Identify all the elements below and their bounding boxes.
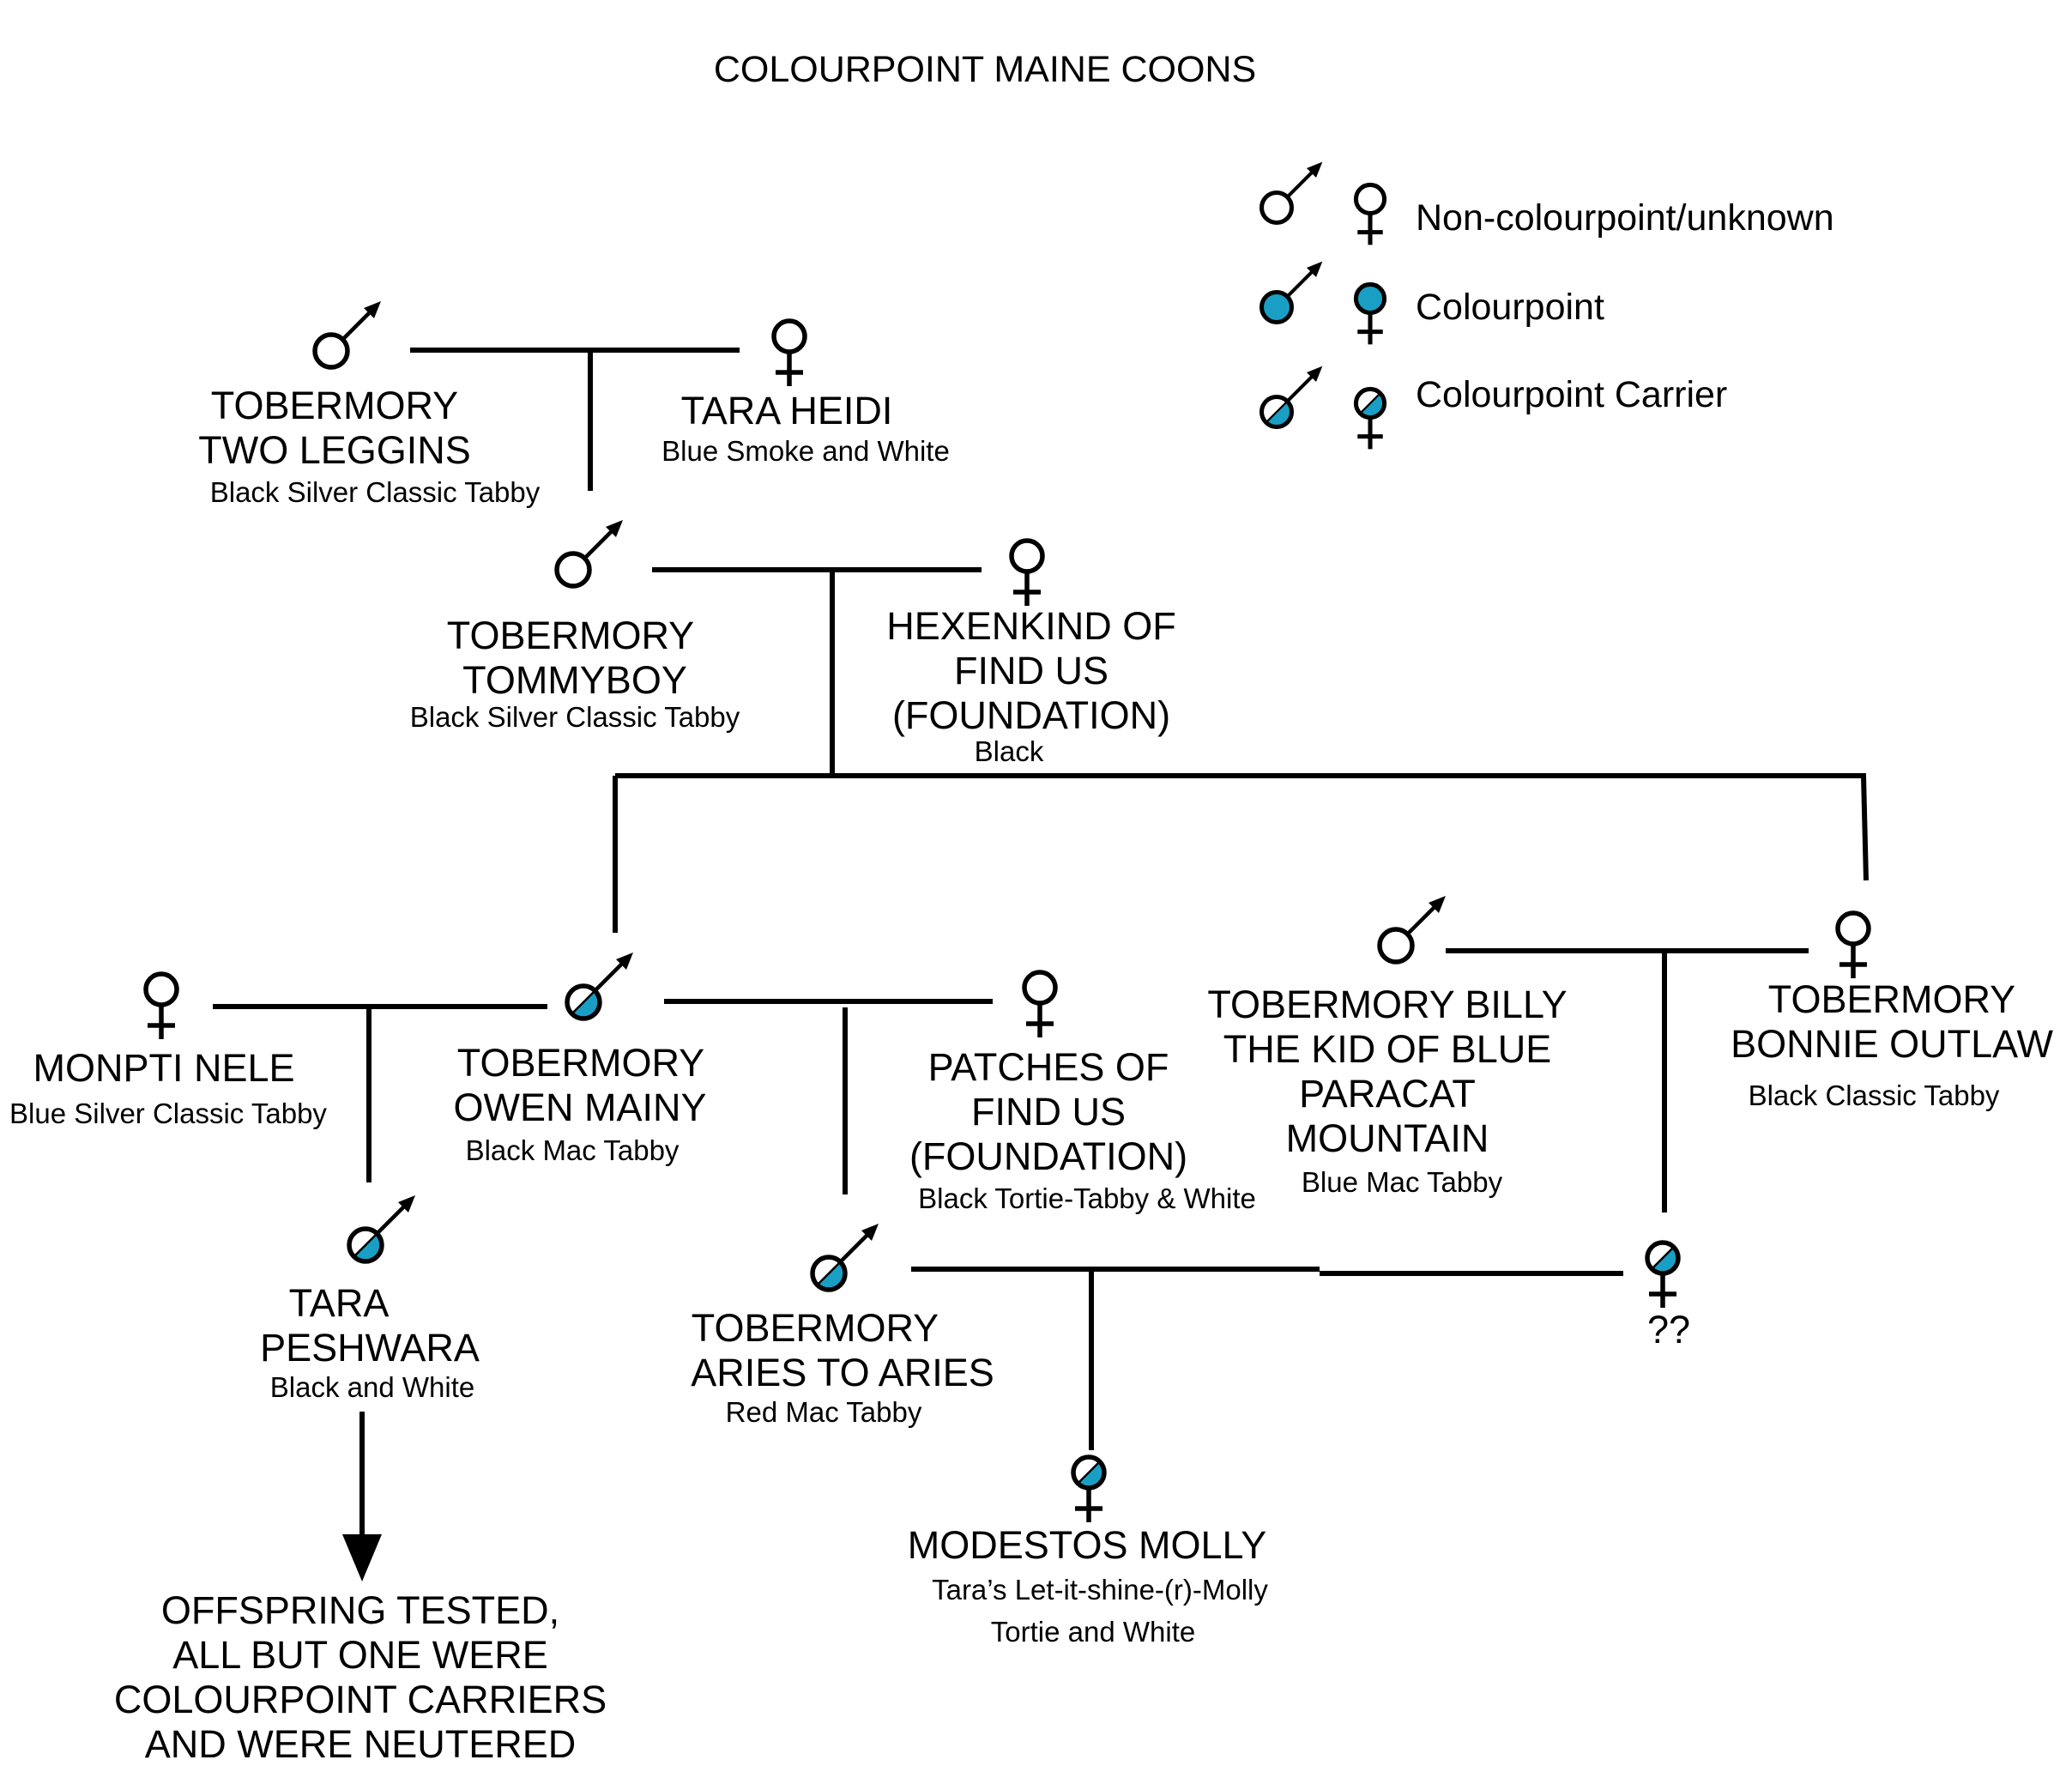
cat-name-line: TOBERMORY [447,614,694,657]
cat-name-line: TARA [289,1281,390,1325]
cat-name-line: FIND US [954,649,1108,692]
female-non-colourpoint-icon [143,971,179,1039]
cat-billy-the-kid: TOBERMORY BILLY THE KID OF BLUE PARACAT … [1207,896,1568,1198]
cat-colour: Black Tortie-Tabby & White [918,1182,1256,1214]
cat-name-line: TOBERMORY [457,1041,704,1085]
female-non-colourpoint-icon [771,318,807,386]
cat-colour: Black Classic Tabby [1749,1079,2000,1111]
legend-female-carrier-icon [1353,386,1387,450]
offspring-note-line: OFFSPRING TESTED, [161,1588,559,1632]
cat-tara-peshwara: TARA PESHWARA Black and White [260,1195,480,1403]
cat-name-line: TOBERMORY BILLY [1207,983,1567,1026]
cat-name-line: OWEN MAINY [453,1086,706,1129]
cat-name-line: HEXENKIND OF [886,604,1176,648]
cat-name-line: TOBERMORY [1768,977,2015,1021]
legend-male-carrier-icon [1259,366,1323,430]
male-non-colourpoint-icon [1377,896,1446,965]
cat-two-leggins: TOBERMORY TWO LEGGINS Black Silver Class… [198,301,541,508]
male-non-colourpoint-icon [312,301,381,370]
cat-colour: Tara’s Let-it-shine-(r)-Molly [932,1574,1268,1606]
cat-colour: Blue Silver Classic Tabby [9,1098,327,1129]
cat-name-line: TOBERMORY [211,384,458,427]
cat-name-line: MODESTOS MOLLY [908,1523,1266,1567]
cat-patches: PATCHES OF FIND US (FOUNDATION) Black To… [909,970,1256,1214]
male-carrier-icon [565,952,633,1021]
cat-name-line: ?? [1647,1308,1690,1352]
cat-aries-to-aries: TOBERMORY ARIES TO ARIES Red Mac Tabby [691,1224,994,1428]
cat-bonnie-outlaw: TOBERMORY BONNIE OUTLAW Black Classic Ta… [1731,910,2053,1111]
offspring-note-line: AND WERE NEUTERED [145,1722,577,1766]
female-carrier-icon [1645,1240,1681,1308]
legend-female-non-colourpoint-icon [1353,182,1387,245]
cat-colour: Tortie and White [991,1616,1195,1648]
legend: Non-colourpoint/unknown Colourpoint Colo… [1259,161,1834,450]
cat-name-line: FIND US [971,1090,1126,1134]
cat-name-line: PESHWARA [260,1326,480,1370]
legend-label-non-colourpoint: Non-colourpoint/unknown [1416,197,1834,239]
male-carrier-icon [810,1224,879,1292]
cat-name-line: MONPTI NELE [33,1046,294,1090]
female-carrier-icon [1071,1454,1107,1522]
cat-name-line: MOUNTAIN [1286,1116,1489,1160]
cat-hexenkind: HEXENKIND OF FIND US (FOUNDATION) Black [886,538,1176,767]
cat-unknown-female: ?? [1645,1240,1690,1352]
female-non-colourpoint-icon [1009,538,1045,606]
cat-name-line: PATCHES OF [928,1045,1169,1089]
legend-male-colourpoint-icon [1259,261,1323,325]
cat-colour: Black and White [270,1371,474,1403]
cat-name-line: THE KID OF BLUE [1223,1027,1552,1071]
cat-tommyboy: TOBERMORY TOMMYBOY Black Silver Classic … [410,520,740,733]
cat-name-line: (FOUNDATION) [892,693,1170,737]
offspring-note-line: ALL BUT ONE WERE [172,1633,548,1677]
cat-colour: Black Mac Tabby [466,1134,680,1166]
cat-name-line: BONNIE OUTLAW [1731,1022,2053,1066]
cat-colour: Black Silver Classic Tabby [410,701,740,733]
diagram-title: COLOURPOINT MAINE COONS [714,49,1256,90]
pedigree-lines [213,348,1869,1581]
cat-monpti-nele: MONPTI NELE Blue Silver Classic Tabby [9,971,327,1129]
legend-female-colourpoint-icon [1353,281,1387,345]
cat-name-line: ARIES TO ARIES [691,1351,994,1394]
legend-male-non-colourpoint-icon [1259,161,1323,226]
legend-label-carrier: Colourpoint Carrier [1416,374,1727,415]
cat-colour: Red Mac Tabby [726,1396,922,1428]
offspring-arrow-head [342,1534,382,1581]
cat-name-line: (FOUNDATION) [909,1134,1187,1178]
male-non-colourpoint-icon [554,520,623,589]
female-non-colourpoint-icon [1835,910,1871,978]
offspring-note: OFFSPRING TESTED, ALL BUT ONE WERE COLOU… [114,1588,607,1766]
cat-colour: Blue Mac Tabby [1302,1166,1503,1198]
cat-modestos-molly: MODESTOS MOLLY Tara’s Let-it-shine-(r)-M… [908,1454,1268,1648]
cat-name-line: TOMMYBOY [462,658,687,702]
cat-colour: Black Silver Classic Tabby [210,476,541,508]
offspring-note-line: COLOURPOINT CARRIERS [114,1678,607,1721]
male-carrier-icon [347,1195,415,1264]
female-non-colourpoint-icon [1022,970,1058,1037]
cat-tara-heidi: TARA HEIDI Blue Smoke and White [661,318,950,467]
cat-name-line: PARACAT [1299,1072,1476,1116]
cat-name-line: TWO LEGGINS [198,428,471,472]
cat-colour: Black [975,735,1044,767]
cat-owen-mainy: TOBERMORY OWEN MAINY Black Mac Tabby [453,952,707,1166]
cat-name-line: TARA HEIDI [681,389,893,432]
legend-label-colourpoint: Colourpoint [1416,287,1604,328]
cat-name-line: TOBERMORY [692,1306,939,1350]
descent-line-to-bonnie-outlaw [1861,775,1869,881]
cat-colour: Blue Smoke and White [661,435,950,467]
